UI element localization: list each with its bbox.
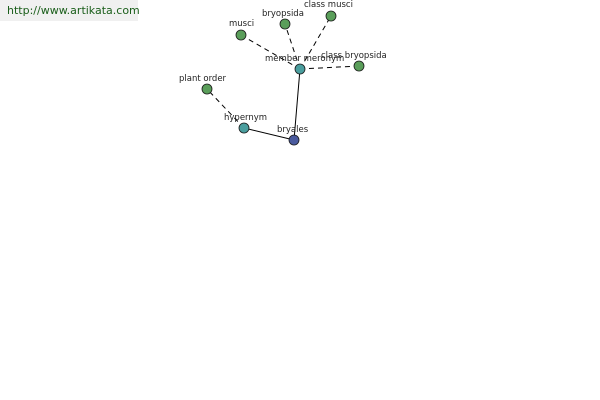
node-dot-bryales[interactable]	[288, 134, 300, 146]
node-dot-plant-order[interactable]	[201, 83, 213, 95]
edges-layer	[206, 15, 360, 141]
node-label-hypernym[interactable]: hypernym	[224, 113, 267, 123]
site-url-banner[interactable]: http://www.artikata.com	[0, 0, 140, 21]
node-dot-hypernym[interactable]	[238, 122, 250, 134]
node-plant-order[interactable]: plant order	[179, 74, 227, 95]
edge-member-meronym-to-class-bryopsida	[299, 65, 360, 70]
node-class-bryopsida[interactable]: class bryopsida	[321, 51, 387, 72]
node-hypernym[interactable]: hypernym	[224, 113, 267, 134]
nodes-layer: bryales hypernym member meronym plant order…	[179, 0, 387, 146]
node-label-bryopsida[interactable]: bryopsida	[262, 9, 304, 19]
node-dot-class-musci[interactable]	[325, 10, 337, 22]
edge-bryales-to-member-meronym	[293, 68, 301, 141]
node-label-class-musci[interactable]: class musci	[304, 0, 353, 10]
node-label-bryales[interactable]: bryales	[277, 125, 309, 135]
node-label-musci[interactable]: musci	[229, 19, 254, 29]
node-dot-class-bryopsida[interactable]	[353, 60, 365, 72]
node-label-class-bryopsida[interactable]: class bryopsida	[321, 51, 387, 61]
node-label-plant-order[interactable]: plant order	[179, 74, 227, 84]
node-label-member-meronym[interactable]: member meronym	[265, 54, 344, 64]
edge-bryales-to-hypernym	[243, 127, 295, 141]
node-dot-member-meronym[interactable]	[294, 63, 306, 75]
node-dot-bryopsida[interactable]	[279, 18, 291, 30]
node-musci[interactable]: musci	[229, 19, 254, 41]
node-member-meronym[interactable]: member meronym	[265, 54, 344, 75]
edge-member-meronym-to-class-musci	[299, 15, 332, 70]
edge-member-meronym-to-musci	[240, 34, 301, 70]
node-bryopsida[interactable]: bryopsida	[262, 9, 304, 30]
edge-member-meronym-to-bryopsida	[284, 23, 301, 70]
node-dot-musci[interactable]	[235, 29, 247, 41]
node-class-musci[interactable]: class musci	[304, 0, 353, 22]
node-bryales[interactable]: bryales	[277, 125, 309, 146]
